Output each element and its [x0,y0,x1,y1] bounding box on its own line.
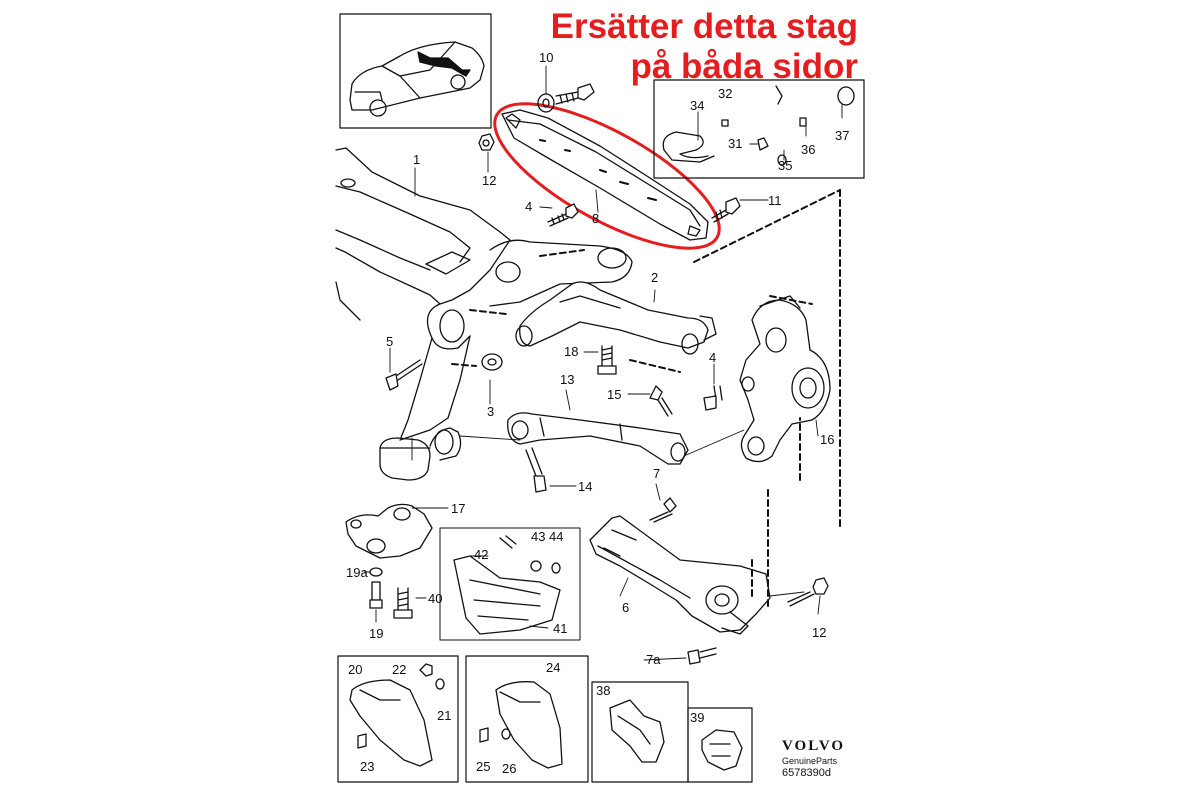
callout-19: 19 [369,626,383,641]
assembly-dashed-lines [451,189,841,611]
callout-11: 11 [768,193,782,208]
subframe-crossmember [335,147,633,481]
shield-group-box [439,527,581,641]
callout-40: 40 [428,591,442,606]
mudflap-left-box [337,655,459,783]
control-arm-2 [515,281,717,355]
bolt-4-upper [547,203,579,227]
callout-7: 7 [653,466,660,481]
callout-14: 14 [578,479,592,494]
callout-35: 35 [778,158,792,173]
bolt-40 [393,587,413,619]
callout-41: 41 [553,621,567,636]
washer-3 [481,353,503,371]
callout-42: 42 [474,547,488,562]
callout-12-right: 12 [812,625,826,640]
callout-39: 39 [690,710,704,725]
callout-34: 34 [690,98,704,113]
callout-13: 13 [560,372,574,387]
callout-7a: 7a [646,652,661,667]
callout-43: 43 [531,529,545,544]
nut-12-top [478,133,495,151]
detail-box-31-37 [653,79,865,179]
bolt-5 [385,359,423,391]
bolt-11 [711,197,741,223]
trailing-arm-6 [589,515,771,635]
callout-36: 36 [801,142,815,157]
bolt-7a [687,647,717,665]
bolt-7 [649,497,677,523]
annotation-line-1: Ersätter detta stag [550,7,858,46]
bolt-14 [525,447,547,493]
brand-block: VOLVO GenuineParts 6578390d [782,738,845,779]
bolt-19 [369,567,383,609]
highlight-ellipse [493,102,721,250]
car-location-inset [339,13,492,129]
diagram-code: 6578390d [782,767,831,779]
callout-15: 15 [607,387,621,402]
mudflap-right-box [465,655,589,783]
part-39-box [687,707,753,783]
callout-24: 24 [546,660,560,675]
bolt-18 [597,345,617,375]
nut-12-right [787,577,829,607]
callout-6: 6 [622,600,629,615]
callout-16: 16 [820,432,834,447]
callout-26: 26 [502,761,516,776]
callout-12-top: 12 [482,173,496,188]
callout-17: 17 [451,501,465,516]
leader-lines [363,65,843,661]
callout-labels: 1 2 3 4 4 5 6 7 7a 8 10 11 12 12 13 14 1… [346,50,849,776]
callout-19a: 19a [346,565,368,580]
callout-32: 32 [718,86,732,101]
callout-8: 8 [592,211,599,226]
reinforcement-bar-8 [501,109,709,241]
bracket-17 [345,503,433,559]
callout-31: 31 [728,136,742,151]
callout-20: 20 [348,662,362,677]
brand-subtitle: GenuineParts [782,756,838,766]
bolt-4-lower [703,385,723,411]
callout-23: 23 [360,759,374,774]
callout-5: 5 [386,334,393,349]
callout-38: 38 [596,683,610,698]
callout-4-upper: 4 [525,199,532,214]
lower-link-13 [507,412,689,465]
callout-2: 2 [651,270,658,285]
callout-4-lower: 4 [709,350,716,365]
callout-3: 3 [487,404,494,419]
callout-37: 37 [835,128,849,143]
callout-25: 25 [476,759,490,774]
volvo-logo: VOLVO [782,738,846,754]
callout-18: 18 [564,344,578,359]
callout-44: 44 [549,529,563,544]
callout-1: 1 [413,152,420,167]
callout-21: 21 [437,708,451,723]
annotation-line-2: på båda sidor [630,47,858,86]
knuckle-16 [739,295,831,463]
callout-22: 22 [392,662,406,677]
bolt-15 [649,385,673,417]
callout-10: 10 [539,50,553,65]
